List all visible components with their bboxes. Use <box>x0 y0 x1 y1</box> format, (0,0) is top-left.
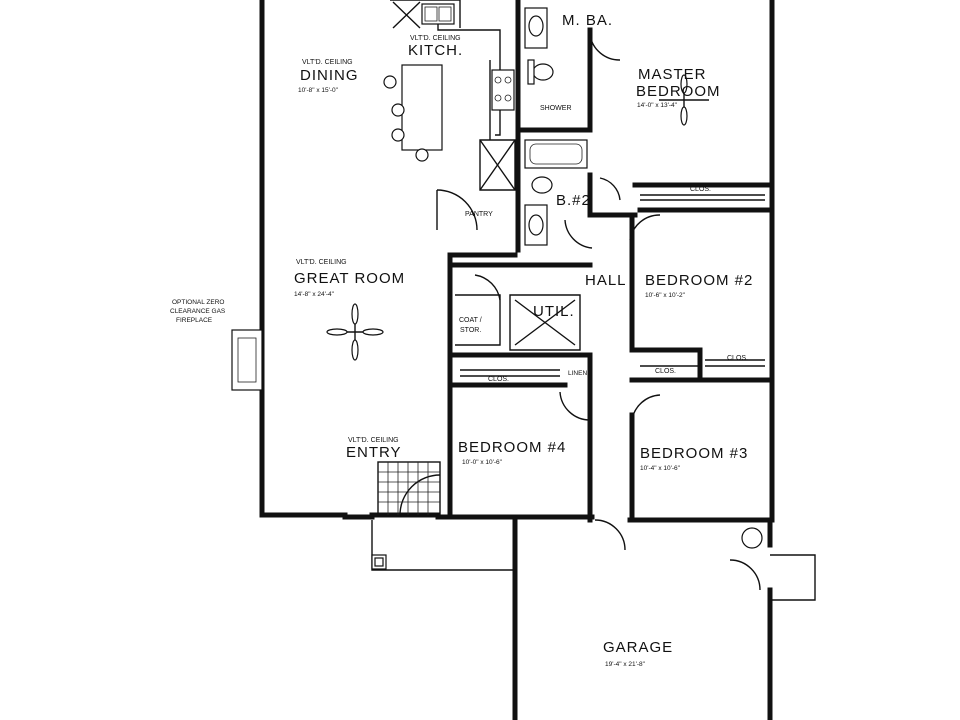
stool-icon <box>391 103 405 117</box>
master-bedroom-label-line2: BEDROOM <box>636 83 721 100</box>
bath2-label: B.#2 <box>556 192 591 209</box>
stool-icon <box>383 75 397 89</box>
stool-icon <box>415 148 429 162</box>
room-labels: VLT'D. CEILING DINING 10'-8" x 15'-0" VL… <box>170 12 753 668</box>
bedroom3-closet-label: CLOS. <box>655 368 676 375</box>
sink-icon <box>421 3 455 25</box>
master-closet-label: CLOS. <box>690 186 711 193</box>
bedroom4-dims: 10'-0" x 10'-6" <box>462 459 503 466</box>
hall-label: HALL <box>585 272 627 289</box>
master-bedroom-dims: 14'-0" x 13'-4" <box>637 102 678 109</box>
ceiling-fan-icon <box>326 303 384 361</box>
door-swings <box>399 34 761 591</box>
bedroom4-closet-label: CLOS. <box>488 376 509 383</box>
linen-label: LINEN <box>568 370 587 377</box>
fireplace-note-line3: FIREPLACE <box>176 317 213 324</box>
pantry-label: PANTRY <box>465 211 493 218</box>
entry-label: ENTRY <box>346 444 402 461</box>
toilet-icon <box>531 176 553 194</box>
entry-ceiling-note: VLT'D. CEILING <box>348 437 399 444</box>
fixtures <box>231 3 816 601</box>
ceiling-fan-icon <box>659 74 709 126</box>
bedroom2-dims: 10'-6" x 10'-2" <box>645 292 686 299</box>
kitchen-ceiling-note: VLT'D. CEILING <box>410 35 461 42</box>
fireplace-note-line2: CLEARANCE GAS <box>170 308 226 315</box>
great-room-label: GREAT ROOM <box>294 270 405 287</box>
great-room-ceiling-note: VLT'D. CEILING <box>296 259 347 266</box>
coat-storage-label-line2: STOR. <box>460 327 481 334</box>
exterior-walls <box>259 0 775 720</box>
kitchen-label: KITCH. <box>408 42 463 59</box>
dining-ceiling-note: VLT'D. CEILING <box>302 59 353 66</box>
bathtub-icon <box>524 139 588 169</box>
shower-label: SHOWER <box>540 105 572 112</box>
dining-dims: 10'-8" x 15'-0" <box>298 87 339 94</box>
bedroom2-label: BEDROOM #2 <box>645 272 753 289</box>
water-heater-icon <box>741 527 763 549</box>
fireplace-note-line1: OPTIONAL ZERO <box>172 299 225 306</box>
entry-tile <box>377 461 441 516</box>
utility-label: UTIL. <box>533 303 575 320</box>
kitchen-island <box>401 64 443 151</box>
garage-label: GARAGE <box>603 639 673 656</box>
sink-icon <box>528 15 544 37</box>
dining-label: DINING <box>300 67 359 84</box>
coat-storage-label-line1: COAT / <box>459 317 482 324</box>
great-room-dims: 14'-8" x 24'-4" <box>294 291 335 298</box>
range-icon <box>491 69 515 111</box>
interior-walls <box>447 0 775 523</box>
garage-dims: 19'-4" x 21'-8" <box>605 661 646 668</box>
bedroom2-closet-label: CLOS. <box>727 355 748 362</box>
bedroom4-label: BEDROOM #4 <box>458 439 566 456</box>
bedroom3-label: BEDROOM #3 <box>640 445 748 462</box>
stool-icon <box>391 128 405 142</box>
closet-lines <box>390 0 765 377</box>
fireplace-icon <box>231 329 263 391</box>
toilet-icon <box>532 63 554 81</box>
bedroom3-dims: 10'-4" x 10'-6" <box>640 465 681 472</box>
master-bedroom-label-line1: MASTER <box>638 66 707 83</box>
master-bath-label: M. BA. <box>562 12 613 29</box>
